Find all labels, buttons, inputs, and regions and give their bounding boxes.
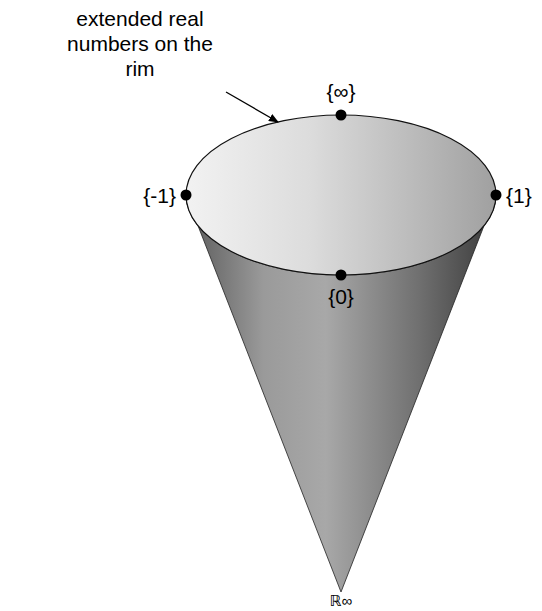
rim-point — [181, 190, 192, 201]
point-label: {1} — [506, 183, 532, 208]
point-label: {0} — [328, 284, 354, 309]
rim-point — [491, 190, 502, 201]
leader-arrow — [226, 92, 278, 122]
point-label: {-1} — [143, 183, 176, 208]
apex-label: ℝ∞ — [330, 592, 353, 609]
rim-point — [336, 270, 347, 281]
rim-point — [336, 110, 347, 121]
cone-rim — [186, 115, 496, 275]
rim-note: extended real numbers on the rim — [55, 6, 225, 81]
point-label: {∞} — [327, 79, 356, 104]
